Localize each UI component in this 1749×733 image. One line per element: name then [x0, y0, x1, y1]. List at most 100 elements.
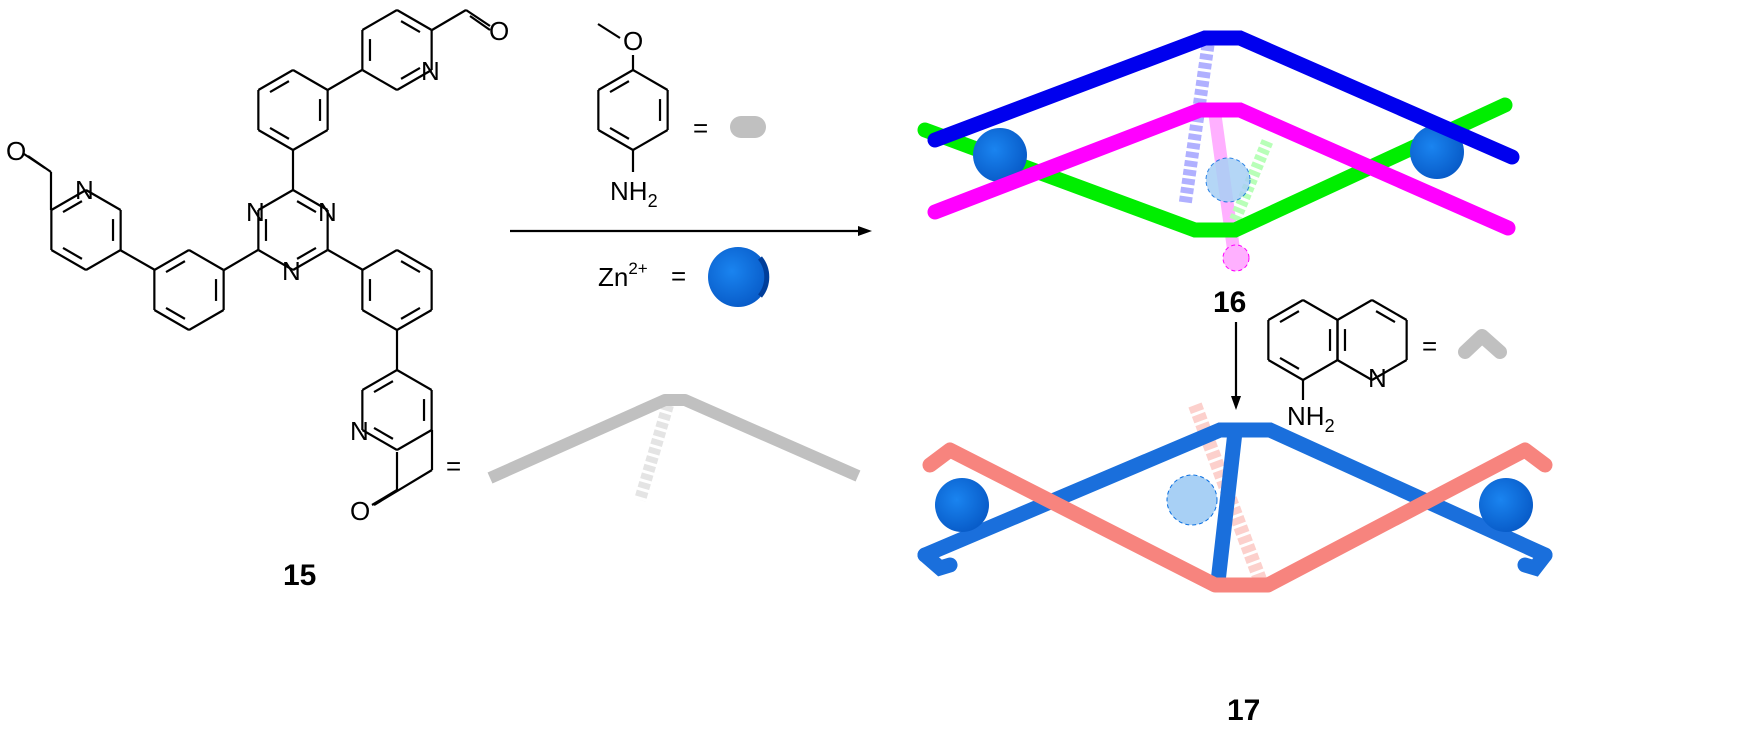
bond [396, 69, 433, 91]
bond [361, 369, 398, 391]
bond [1336, 359, 1373, 381]
compound-16-label: 16 [1213, 286, 1246, 319]
zinc-equals: = [671, 261, 686, 291]
bond [361, 9, 398, 31]
bond [292, 69, 329, 91]
bond [373, 426, 394, 440]
bond [292, 129, 329, 151]
triazine-n-right: N [318, 197, 337, 227]
bond [1279, 310, 1300, 324]
bond [396, 429, 433, 451]
bond [400, 260, 421, 274]
bond [269, 80, 290, 94]
zinc-sphere-icon [708, 247, 768, 307]
bond [23, 153, 46, 169]
bond [597, 69, 634, 91]
pyridine-n-bottom: N [350, 416, 369, 446]
bond [609, 80, 630, 94]
methoxy-o: O [623, 26, 643, 56]
bond [1267, 359, 1304, 381]
8-aminoquinoline-structure [1267, 299, 1408, 400]
bond [62, 200, 83, 214]
bond [223, 249, 259, 271]
p-anisidine-structure [597, 23, 669, 172]
bond [469, 15, 491, 31]
bond [257, 249, 294, 271]
zn-sphere-right [1410, 125, 1464, 179]
zn-sphere-left [935, 478, 989, 532]
bond [431, 9, 467, 31]
bond [119, 249, 156, 271]
bond [257, 129, 294, 151]
down-arrowhead [1231, 396, 1241, 410]
compound-15-label: 15 [283, 559, 316, 592]
bond [371, 489, 398, 506]
bond [296, 246, 317, 260]
aldehyde-o-top: O [489, 16, 509, 46]
bond [597, 129, 634, 151]
cage-16 [917, 30, 1520, 272]
bond [1371, 359, 1408, 381]
bond [1279, 356, 1300, 370]
quinoline-n: N [1368, 363, 1387, 393]
bond [50, 189, 87, 211]
bond [1371, 299, 1408, 321]
bond [257, 189, 294, 211]
bond [62, 246, 83, 260]
bond [165, 306, 186, 320]
reaction-arrowhead [858, 226, 872, 236]
triazine-n-left: N [246, 197, 265, 227]
bond [373, 380, 394, 394]
bond [361, 69, 398, 91]
bond [361, 309, 398, 331]
bond [400, 306, 421, 320]
bond [632, 129, 669, 151]
bond [597, 23, 621, 39]
linker-cartoon [487, 394, 861, 502]
bond [50, 249, 87, 271]
cage-17 [917, 402, 1553, 593]
compound-15-structure [23, 9, 491, 506]
bond [361, 249, 398, 271]
bond [153, 249, 190, 271]
bond [609, 126, 630, 140]
bond [361, 429, 398, 451]
pyridine-n-top: N [421, 56, 440, 86]
bond [400, 20, 421, 34]
bond [296, 200, 317, 214]
zn-sphere-right [1479, 478, 1533, 532]
bond [396, 249, 433, 271]
triazine-n-bottom: N [282, 256, 301, 286]
aldehyde-o-bottom: O [350, 496, 370, 526]
amine-equals: = [693, 113, 708, 143]
bond [1375, 310, 1396, 324]
bond [465, 9, 491, 27]
pyridine-n-left: N [75, 175, 94, 205]
bond [269, 126, 290, 140]
quinoline-nh2: NH2 [1287, 401, 1335, 436]
linker-equals: = [446, 451, 461, 481]
bond [396, 9, 433, 31]
bond [396, 309, 433, 331]
compound-15-atoms: N N N N N N O O O [6, 16, 509, 526]
zn-sphere-left [973, 128, 1027, 182]
bond [327, 69, 363, 91]
bond [292, 249, 329, 271]
bond [1302, 359, 1339, 381]
zinc-label: Zn2+ [598, 259, 648, 292]
bond [85, 189, 122, 211]
bond [1267, 299, 1304, 321]
anisidine-nh2: NH2 [610, 176, 658, 211]
bond [165, 260, 186, 274]
bond [400, 66, 421, 80]
bond [188, 309, 225, 331]
bond [396, 369, 433, 391]
amine-pill-icon [730, 116, 766, 138]
aldehyde-o-left: O [6, 136, 26, 166]
bond [1336, 299, 1373, 321]
bond [632, 69, 669, 91]
bond [292, 189, 329, 211]
bond [327, 249, 364, 271]
